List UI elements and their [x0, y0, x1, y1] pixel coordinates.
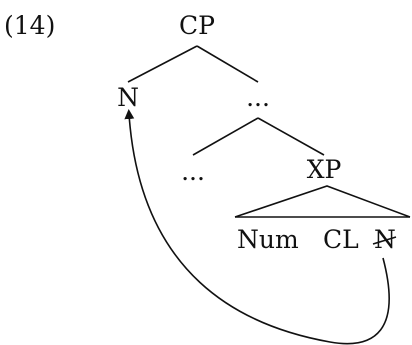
- node-dots-bottom: ...: [181, 157, 205, 186]
- triangle-n-trace: N: [374, 225, 396, 254]
- branch-cp-to-n: [127, 45, 198, 83]
- node-n: N: [117, 83, 139, 112]
- n-trace-strike: [372, 236, 397, 245]
- movement-arrow: [124, 109, 390, 345]
- branch-cp-to-dots: [196, 45, 259, 83]
- node-dots-top: ...: [246, 83, 270, 112]
- triangle-cl: CL: [323, 225, 359, 254]
- triangle-num: Num: [237, 225, 299, 254]
- branch-dots-to-dots: [192, 117, 259, 156]
- node-xp: XP: [306, 155, 342, 184]
- xp-triangle: [234, 185, 411, 218]
- node-cp: CP: [179, 11, 215, 40]
- branch-dots-to-xp: [257, 117, 325, 156]
- example-number: (14): [4, 11, 56, 40]
